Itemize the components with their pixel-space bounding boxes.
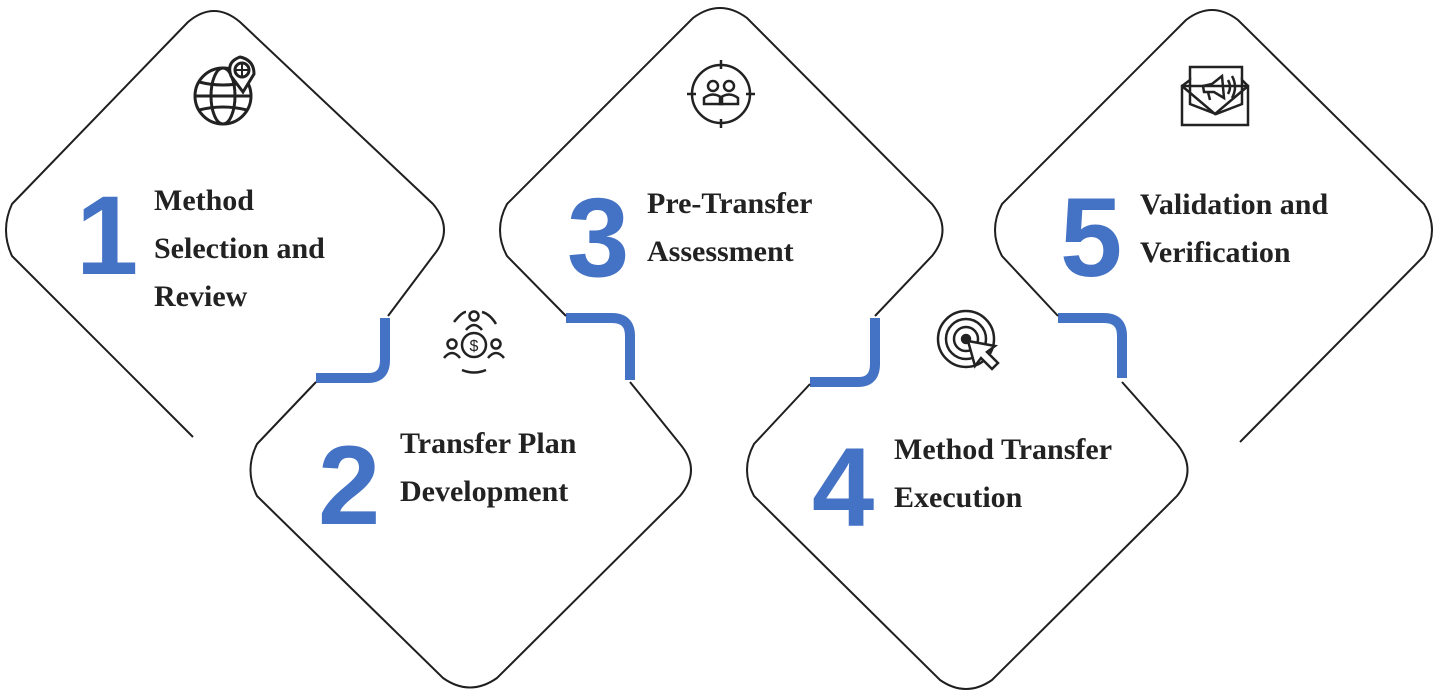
globe-location-icon: [193, 55, 256, 126]
connector-brackets: [316, 313, 1127, 387]
step-2-number: 2: [318, 423, 381, 548]
step-1-title-line-2: Selection and: [154, 232, 325, 265]
step-3-title-line-2: Assessment: [647, 235, 794, 268]
connector-4-5: [1058, 313, 1127, 378]
diamond-2-outline: [249, 381, 692, 689]
svg-text:$: $: [470, 338, 479, 355]
step-1-title-line-1: Method: [154, 184, 254, 217]
step-2-title-line-2: Development: [400, 475, 569, 508]
connector-1-2: [316, 318, 390, 383]
step-5-title: Validation and Verification: [1140, 181, 1328, 277]
step-2-title: Transfer Plan Development: [400, 420, 576, 516]
diamond-5-outline: [994, 9, 1433, 443]
step-3-title: Pre-Transfer Assessment: [647, 180, 812, 276]
step-4-title: Method Transfer Execution: [894, 426, 1112, 522]
step-2-title-line-1: Transfer Plan: [400, 427, 577, 460]
target-cursor-icon: [936, 309, 1000, 371]
step-3-number: 3: [567, 175, 630, 300]
diamond-3-outline: [499, 7, 944, 317]
step-4-title-line-1: Method Transfer: [894, 433, 1113, 466]
connector-3-4: [810, 318, 880, 387]
connector-2-3: [566, 313, 635, 380]
diamond-4-outline: [746, 381, 1189, 690]
step-1-title: Method Selection and Review: [154, 177, 325, 321]
step-3-title-line-1: Pre-Transfer: [647, 187, 813, 220]
megaphone-envelope-icon: [1180, 65, 1250, 127]
step-1-title-line-3: Review: [154, 280, 248, 313]
step-5-title-line-1: Validation and: [1140, 188, 1329, 221]
step-4-number: 4: [812, 425, 875, 550]
step-5-title-line-2: Verification: [1140, 236, 1291, 269]
diamond-1-outline: [5, 10, 445, 438]
people-money-cycle-icon: $: [443, 310, 505, 374]
step-5-number: 5: [1060, 175, 1123, 300]
step-1-number: 1: [76, 173, 139, 298]
step-4-title-line-2: Execution: [894, 481, 1023, 514]
team-target-icon: [687, 60, 755, 128]
